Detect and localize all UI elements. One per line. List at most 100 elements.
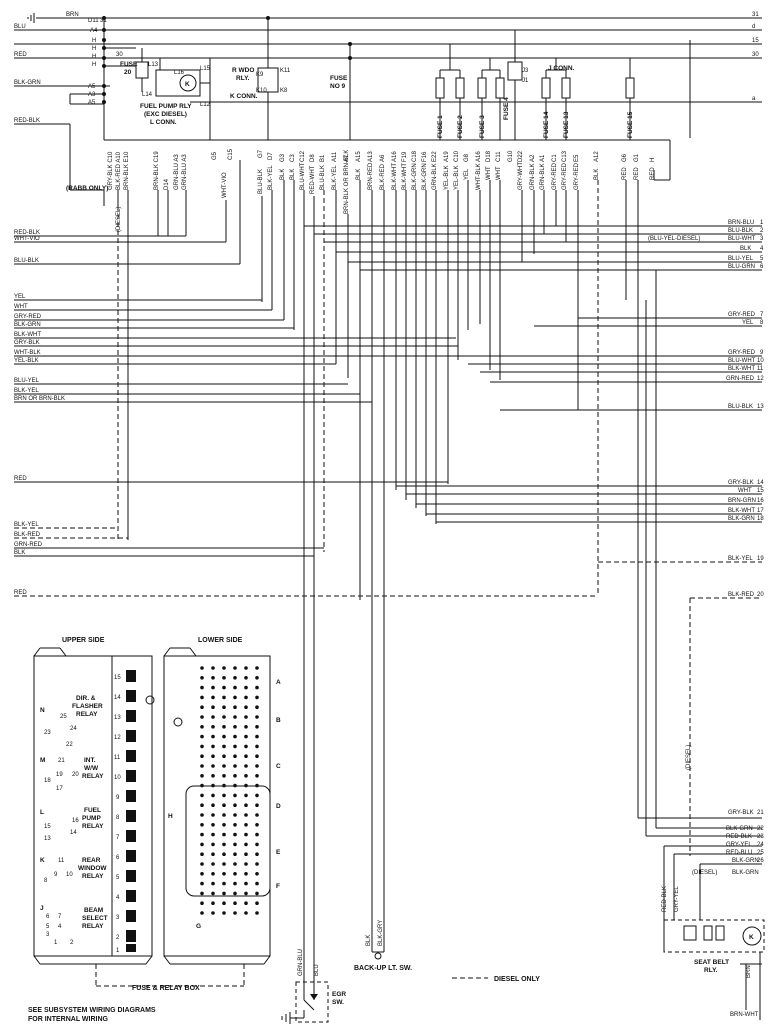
svg-text:DIR. &: DIR. & bbox=[76, 695, 96, 702]
connector-pin bbox=[233, 725, 237, 729]
fuel-pump-relay bbox=[135, 48, 211, 140]
connector-pin bbox=[244, 901, 248, 905]
connector-pin bbox=[211, 676, 215, 680]
fuse-box-caption: FUSE & RELAY BOX bbox=[132, 985, 200, 992]
svg-text:1: 1 bbox=[116, 948, 120, 954]
diesel-vertical-note: (DIESEL) bbox=[686, 745, 692, 770]
svg-text:A1: A1 bbox=[540, 154, 546, 162]
connector-pin bbox=[233, 842, 237, 847]
svg-text:RELAY: RELAY bbox=[82, 873, 104, 880]
connector-pin bbox=[222, 764, 226, 768]
connector-pin bbox=[200, 823, 204, 827]
connector-pin bbox=[200, 911, 204, 915]
svg-text:BLK-WHT: BLK-WHT bbox=[402, 163, 408, 190]
svg-text:WHT: WHT bbox=[738, 488, 752, 494]
fuse-box-bracket bbox=[95, 964, 245, 987]
connector-pin bbox=[255, 901, 259, 905]
svg-text:RELAY: RELAY bbox=[76, 711, 98, 718]
connector-pin bbox=[211, 695, 215, 700]
svg-text:C1: C1 bbox=[552, 154, 558, 162]
svg-text:21: 21 bbox=[58, 758, 65, 764]
seat-belt-k: K bbox=[749, 934, 754, 941]
left-wire-labels: RED-BLK RED-BLK WHT-VIO BLU-BLK YEL WHT … bbox=[14, 118, 65, 596]
fuse-box-lower-side bbox=[163, 647, 271, 965]
connector-pin bbox=[222, 725, 226, 729]
connector-pin bbox=[233, 744, 237, 749]
svg-text:G6: G6 bbox=[622, 153, 628, 162]
bus-num-15: 15 bbox=[752, 38, 759, 44]
bus-label-blk-grn: BLK-GRN bbox=[14, 80, 41, 86]
connector-pin bbox=[211, 832, 215, 837]
svg-text:GRY-RED: GRY-RED bbox=[562, 162, 568, 190]
fuse-2-label: FUSE 2 bbox=[457, 115, 464, 138]
fuse-slot-numbers: 15 14 13 12 11 10 9 8 7 6 5 4 3 2 1 bbox=[114, 675, 121, 954]
fuel-pump-relay-line3: L CONN. bbox=[150, 119, 177, 126]
svg-text:13: 13 bbox=[757, 404, 764, 410]
svg-text:12: 12 bbox=[757, 376, 764, 382]
connector-pin bbox=[200, 783, 204, 788]
connector-pin bbox=[244, 881, 248, 886]
fuse-4-label: FUSE 4 bbox=[503, 97, 510, 120]
rwdo-line1: R WDO bbox=[232, 67, 254, 74]
svg-text:25: 25 bbox=[60, 714, 67, 720]
svg-text:BLK-GRN: BLK-GRN bbox=[726, 826, 753, 832]
connector-pin bbox=[255, 872, 259, 876]
svg-text:15: 15 bbox=[44, 824, 51, 830]
svg-text:11: 11 bbox=[757, 366, 764, 372]
egr-switch bbox=[281, 980, 329, 1024]
svg-text:BLK-GRN: BLK-GRN bbox=[14, 322, 41, 328]
pin-l16: L16 bbox=[174, 70, 185, 76]
svg-text:BLK-RED: BLK-RED bbox=[14, 532, 41, 538]
terminal-h4: H bbox=[92, 62, 96, 68]
connector-pin bbox=[233, 754, 237, 758]
pin-j1: J1 bbox=[522, 78, 529, 84]
connector-pin bbox=[200, 872, 204, 876]
svg-text:BLU-BLK: BLU-BLK bbox=[728, 228, 753, 234]
svg-text:6: 6 bbox=[46, 914, 50, 920]
fuse9-line2: NO 9 bbox=[330, 83, 346, 90]
terminal-h3: H bbox=[92, 54, 96, 60]
pin-l13: L13 bbox=[148, 62, 159, 68]
svg-text:BLK-RED: BLK-RED bbox=[728, 592, 755, 598]
connector-pin bbox=[200, 666, 204, 670]
svg-text:13: 13 bbox=[44, 836, 51, 842]
svg-text:WHT-VIO: WHT-VIO bbox=[222, 172, 228, 198]
svg-text:G10: G10 bbox=[508, 150, 514, 162]
svg-text:BRN-RED: BRN-RED bbox=[368, 162, 374, 190]
bus-label-blu: BLU bbox=[14, 24, 26, 30]
connector-pin bbox=[233, 715, 237, 719]
svg-text:C15: C15 bbox=[228, 148, 234, 160]
connector-pin bbox=[222, 705, 226, 709]
svg-text:25: 25 bbox=[757, 850, 764, 856]
svg-text:BLU-BLK: BLU-BLK bbox=[728, 404, 753, 410]
connector-pin bbox=[255, 676, 259, 680]
svg-text:11: 11 bbox=[114, 755, 121, 761]
connector-pin bbox=[244, 774, 248, 778]
svg-text:RED-WHT: RED-WHT bbox=[310, 165, 316, 194]
svg-text:BLU-WHT: BLU-WHT bbox=[728, 358, 756, 364]
svg-text:BLK-YEL: BLK-YEL bbox=[14, 388, 39, 394]
svg-text:BRN-BLK OR BRN-BLK: BRN-BLK OR BRN-BLK bbox=[344, 150, 350, 214]
backup-light-switch bbox=[371, 940, 385, 960]
connector-pin bbox=[200, 832, 204, 837]
svg-text:19: 19 bbox=[757, 556, 764, 562]
svg-text:YEL-BLK: YEL-BLK bbox=[454, 165, 460, 190]
connector-pin bbox=[255, 813, 259, 817]
connector-pin bbox=[244, 911, 248, 915]
seat-belt-wire-gry-yel: GRY-YEL bbox=[674, 886, 680, 912]
svg-text:26: 26 bbox=[757, 858, 764, 864]
svg-text:8: 8 bbox=[116, 815, 120, 821]
svg-text:9: 9 bbox=[54, 872, 58, 878]
connector-pin bbox=[222, 793, 226, 798]
connector-pin bbox=[255, 725, 259, 729]
svg-text:7: 7 bbox=[116, 835, 120, 841]
connector-pin bbox=[200, 862, 204, 866]
svg-text:BLU-BLK: BLU-BLK bbox=[320, 165, 326, 190]
connector-pin bbox=[222, 754, 226, 758]
svg-text:GRY-BLK C10: GRY-BLK C10 bbox=[108, 151, 114, 190]
svg-text:A16: A16 bbox=[476, 151, 482, 162]
connector-pin bbox=[200, 676, 204, 680]
connector-pin bbox=[255, 734, 259, 739]
connector-pin bbox=[222, 911, 226, 915]
svg-text:BLK: BLK bbox=[14, 550, 25, 556]
